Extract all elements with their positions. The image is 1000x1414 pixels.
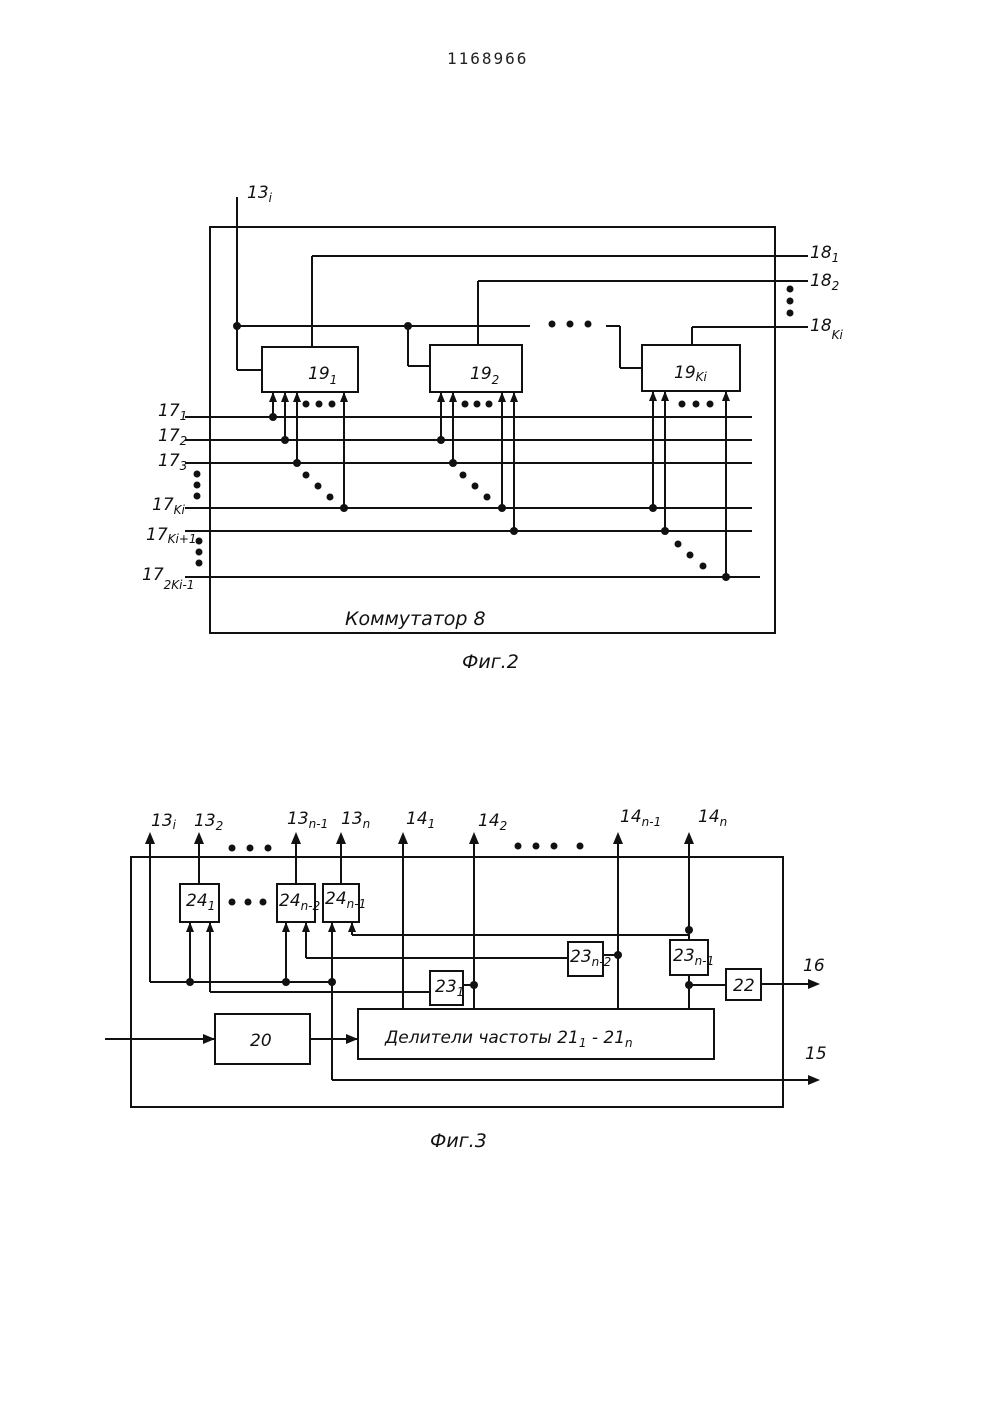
label-output-15: 15 [805,1044,827,1064]
label-13i: 13i [247,183,273,205]
label-18-1: 181 [810,243,839,265]
label-14-n: 14n [698,807,727,829]
label-17-ki-plus-1: 17Ki+1 [146,525,197,546]
label-24-n-1: 24n-1 [325,889,366,911]
label-18-2: 182 [810,271,839,293]
figure-2-caption: Фиг.2 [462,651,519,673]
label-13-2: 132 [194,811,223,833]
label-13-n: 13n [341,809,370,831]
switch-frame [210,227,775,633]
figure-3: 13i 132 13n-1 13n 141 142 14n-1 14n 241 … [105,807,827,1152]
label-14-2: 142 [478,811,507,833]
label-13-n-1: 13n-1 [287,809,328,831]
label-14-1: 141 [406,809,435,831]
label-14-n-1: 14n-1 [620,807,661,829]
label-output-16: 16 [803,956,825,976]
figure-3-caption: Фиг.3 [430,1130,487,1152]
switch-title: Коммутатор 8 [345,608,486,630]
patent-number: 1168966 [447,49,528,68]
label-block-22: 22 [733,976,755,996]
label-block-20: 20 [250,1031,272,1051]
label-frequency-dividers: Делители частоты 211 - 21n [384,1028,633,1050]
label-17-1: 171 [158,401,187,423]
label-17-2: 172 [158,426,187,448]
label-17-ki: 17Ki [152,495,186,517]
label-13i-fig3: 13i [151,811,177,832]
label-17-3: 173 [158,451,187,473]
label-23-n-2: 23n-2 [570,947,611,969]
label-18-ki: 18Ki [810,316,844,342]
figure-2: 13i 191 192 19Ki 181 182 18Ki 171 172 17… [142,183,844,673]
label-17-2ki-minus-1: 172Ki-1 [142,565,194,592]
